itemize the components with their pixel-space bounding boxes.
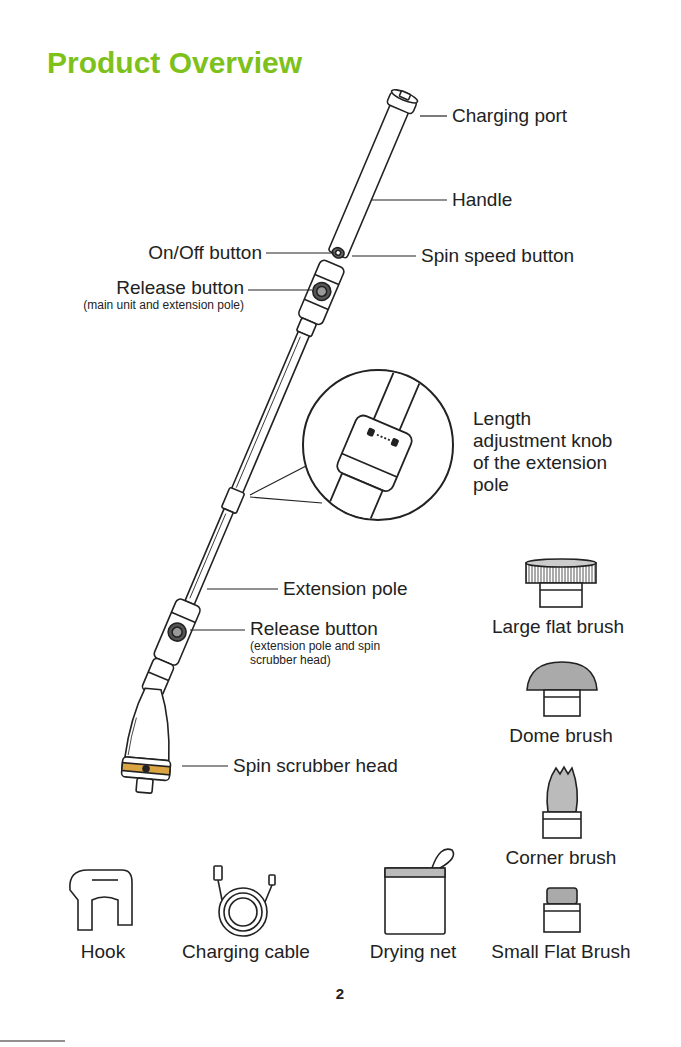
part-label: Hook	[43, 941, 163, 963]
zoom-detail	[300, 323, 453, 577]
part-label: Handle	[452, 189, 512, 211]
leader-lines	[0, 116, 447, 1041]
part-label: Small Flat Brush	[471, 941, 651, 963]
part-label: Drying net	[343, 941, 483, 963]
part-label: Charging cable	[166, 941, 326, 963]
part-label: Spin scrubber head	[233, 755, 398, 777]
part-label: Dome brush	[471, 725, 651, 747]
part-label: Release button	[116, 277, 244, 299]
part-label: Large flat brush	[468, 616, 648, 638]
part-label: Release button	[250, 618, 378, 640]
part-label: (extension pole and spin scrubber head)	[250, 640, 425, 668]
part-label: (main unit and extension pole)	[83, 299, 244, 313]
part-label: Extension pole	[283, 578, 408, 600]
spin-scrubber-head	[120, 687, 177, 795]
accessories	[70, 849, 454, 936]
part-label: Charging port	[452, 105, 567, 127]
part-label: Length adjustment knob of the extension …	[473, 408, 623, 495]
part-label: Spin speed button	[421, 245, 574, 267]
part-label: Corner brush	[471, 847, 651, 869]
page-title: Product Overview	[47, 46, 302, 80]
part-label: On/Off button	[148, 242, 262, 264]
page-number: 2	[310, 985, 370, 1002]
